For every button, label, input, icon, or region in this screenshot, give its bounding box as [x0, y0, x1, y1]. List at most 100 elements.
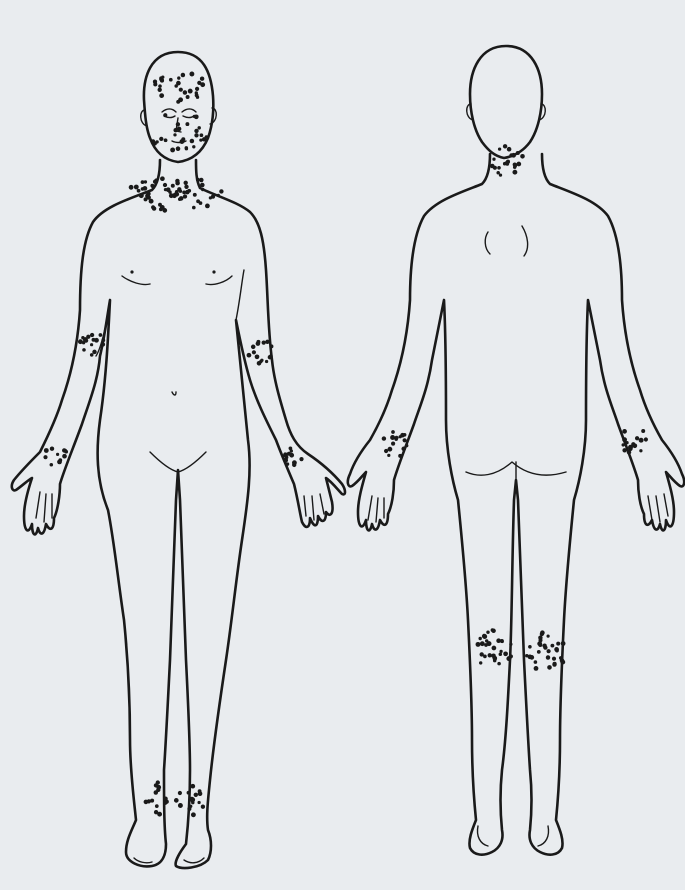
stipple-dot: [188, 89, 193, 94]
stipple-dot: [187, 807, 191, 811]
stipple-dot: [99, 333, 103, 337]
stipple-dot: [509, 153, 513, 157]
stipple-dot: [200, 133, 204, 137]
stipple-dot: [251, 345, 256, 350]
stipple-dot: [480, 641, 485, 646]
stipple-dot: [499, 652, 503, 656]
stipple-dot: [507, 147, 512, 152]
stipple-dot: [64, 450, 68, 454]
stipple-dot: [161, 75, 164, 78]
stipple-dot: [179, 88, 183, 92]
stipple-dot: [160, 176, 165, 181]
stipple-dot: [505, 161, 509, 165]
stipple-dot: [101, 342, 105, 346]
stipple-dot: [179, 196, 184, 201]
stipple-dot: [509, 643, 512, 646]
stipple-dot: [256, 340, 260, 344]
back-feet: [477, 826, 548, 846]
stipple-dot: [171, 184, 175, 188]
stipple-dot: [398, 454, 402, 458]
stipple-dot: [480, 652, 484, 656]
stipple-dot: [184, 181, 188, 185]
stipple-dot: [176, 122, 180, 126]
stipple-dot: [496, 171, 500, 175]
stipple-dot: [163, 183, 167, 187]
stipple-dot: [155, 140, 158, 143]
stipple-dot: [516, 151, 520, 155]
stipple-dot: [200, 76, 204, 80]
front-right-nipple: [212, 270, 215, 273]
stipple-dot: [644, 437, 648, 441]
stipple-dot: [476, 642, 481, 647]
stipple-dot: [622, 429, 625, 432]
stipple-dot: [50, 447, 54, 451]
stipple-dot: [164, 802, 167, 805]
front-right-wrist-stipple: [283, 446, 304, 467]
stipple-dot: [101, 338, 105, 342]
stipple-dot: [137, 189, 141, 193]
stipple-dot: [492, 656, 497, 661]
stipple-dot: [154, 810, 158, 814]
stipple-dot: [622, 443, 625, 446]
stipple-dot: [173, 133, 176, 136]
stipple-dot: [90, 333, 94, 337]
back-spine-right: [522, 226, 528, 256]
stipple-dot: [255, 354, 260, 359]
stipple-dot: [154, 783, 158, 787]
stipple-dot: [552, 657, 556, 661]
stipple-dot: [503, 651, 508, 656]
stipple-dot: [641, 429, 645, 433]
stipple-dot: [155, 804, 159, 808]
stipple-dot: [196, 178, 200, 182]
stipple-dot: [183, 194, 187, 198]
stipple-dot: [195, 87, 199, 91]
stipple-dot: [178, 803, 183, 808]
stipple-dot: [197, 801, 200, 804]
stipple-dot: [547, 635, 550, 638]
stipple-dot: [492, 158, 495, 161]
stipple-dot: [394, 436, 398, 440]
back-right-wrist-stipple: [622, 429, 648, 455]
stipple-dot: [170, 148, 175, 153]
stipple-dot: [498, 147, 501, 150]
stipple-dot: [81, 336, 84, 339]
stipple-dot: [177, 76, 180, 79]
stipple-dot: [211, 194, 215, 198]
stipple-dot: [512, 170, 517, 175]
stipple-dot: [547, 665, 552, 670]
stipple-dot: [144, 197, 148, 201]
stipple-dot: [154, 790, 158, 794]
front-head: [144, 52, 213, 162]
front-right-inner-arm: [236, 270, 244, 320]
stipple-dot: [176, 146, 181, 151]
stipple-dot: [622, 448, 626, 452]
stipple-dot: [285, 456, 289, 460]
stipple-dot: [192, 145, 195, 148]
stipple-dot: [201, 188, 204, 191]
stipple-dot: [90, 353, 94, 357]
stipple-dot: [92, 350, 96, 354]
stipple-dot: [205, 204, 210, 209]
stipple-dot: [556, 642, 560, 646]
stipple-dot: [198, 791, 203, 796]
stipple-dot: [199, 178, 204, 183]
stipple-dot: [401, 447, 406, 452]
stipple-dot: [546, 655, 550, 659]
stipple-dot: [134, 185, 139, 190]
stipple-dot: [543, 645, 547, 649]
stipple-dot: [555, 649, 559, 653]
stipple-dot: [390, 435, 395, 440]
stipple-dot: [150, 799, 154, 803]
back-nape-of-neck-stipple: [490, 144, 525, 177]
stipple-dot: [181, 73, 185, 77]
back-right-knee-back-stipple: [525, 630, 565, 670]
stipple-dot: [57, 460, 62, 465]
stipple-dot: [400, 433, 405, 438]
stipple-dot: [639, 438, 644, 443]
front-forehead-stipple: [153, 72, 205, 104]
stipple-dot: [387, 454, 390, 457]
stipple-dot: [201, 805, 205, 809]
back-left-knee-back-stipple: [476, 628, 513, 665]
